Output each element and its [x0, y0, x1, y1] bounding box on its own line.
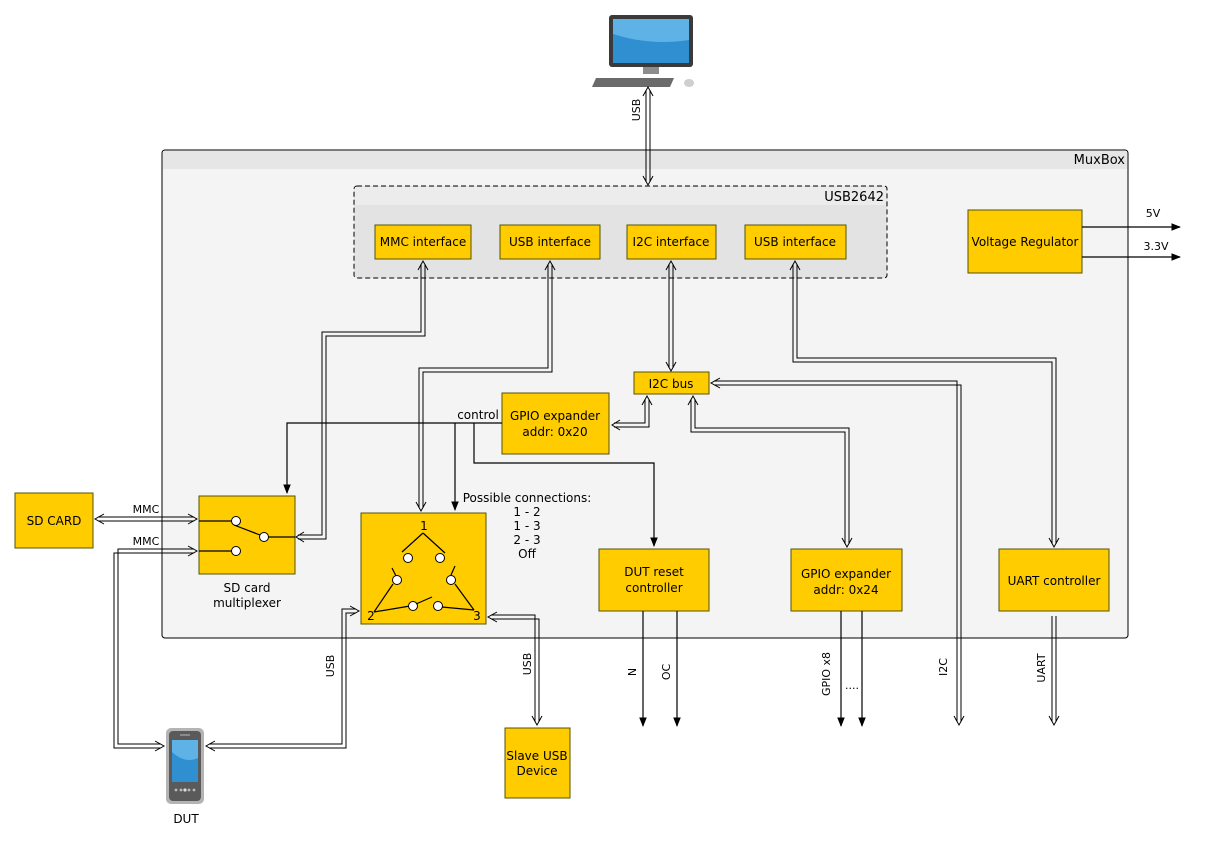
svg-text:GPIO expander: GPIO expander	[510, 409, 600, 423]
gpio-dots-label: ....	[845, 679, 859, 692]
svg-text:Off: Off	[518, 547, 536, 561]
sd-mux-caption-2: multiplexer	[213, 596, 281, 610]
n-label: N	[626, 668, 639, 676]
usb-interface-block-1: USB interface	[499, 224, 601, 260]
usb-interface-block-2: USB interface	[744, 224, 847, 260]
usb-switch-port-1: 1	[420, 519, 428, 533]
svg-text:Slave USB: Slave USB	[506, 749, 567, 763]
svg-text:1 - 3: 1 - 3	[513, 519, 540, 533]
muxbox-title: MuxBox	[1074, 153, 1126, 168]
slave-usb-device-block: Slave USB Device	[504, 727, 571, 799]
mmc-label-2: MMC	[133, 535, 160, 548]
dut-reset-controller-block: DUT reset controller	[598, 548, 710, 612]
control-label: control	[457, 408, 499, 422]
svg-text:1 - 2: 1 - 2	[513, 505, 540, 519]
3v3-label: 3.3V	[1143, 240, 1168, 253]
bus-connections	[93, 85, 1060, 752]
svg-text:SD CARD: SD CARD	[27, 514, 82, 528]
5v-label: 5V	[1146, 207, 1161, 220]
svg-text:2 - 3: 2 - 3	[513, 533, 540, 547]
svg-text:controller: controller	[625, 581, 682, 595]
i2c-bus-block: I2C bus	[633, 371, 710, 395]
gpio-expander-0x24-block: GPIO expander addr: 0x24	[790, 548, 903, 612]
svg-text:addr: 0x20: addr: 0x20	[522, 425, 587, 439]
svg-text:MMC interface: MMC interface	[380, 235, 466, 249]
sd-mux-caption-1: SD card	[224, 581, 271, 595]
dut-label: DUT	[173, 812, 199, 826]
usb-switch-block: 1 2 3	[360, 512, 487, 625]
computer-icon	[592, 15, 694, 87]
control-connections	[283, 223, 1181, 727]
usb-computer-label: USB	[630, 99, 643, 122]
oc-label: OC	[660, 664, 673, 681]
svg-text:I2C bus: I2C bus	[649, 377, 694, 391]
usb-switch-connections-caption: Possible connections: 1 - 2 1 - 3 2 - 3 …	[463, 491, 592, 561]
svg-text:Device: Device	[516, 764, 557, 778]
gpio-x8-label: GPIO x8	[820, 652, 833, 696]
svg-text:addr: 0x24: addr: 0x24	[813, 583, 878, 597]
i2c-out-label: I2C	[937, 658, 950, 676]
uart-out-label: UART	[1035, 653, 1048, 682]
mmc-label-1: MMC	[133, 503, 160, 516]
usb-slave-label: USB	[521, 653, 534, 676]
svg-text:I2C interface: I2C interface	[633, 235, 710, 249]
sd-card-multiplexer-block: SD card multiplexer	[198, 495, 296, 610]
voltage-regulator-block: Voltage Regulator	[967, 209, 1083, 274]
usb2642-title: USB2642	[824, 190, 884, 205]
uart-controller-block: UART controller	[998, 548, 1110, 612]
sd-card-block: SD CARD	[14, 492, 94, 549]
i2c-interface-block: I2C interface	[626, 224, 717, 260]
svg-text:USB interface: USB interface	[754, 235, 836, 249]
svg-text:UART controller: UART controller	[1008, 574, 1101, 588]
usb-dut-label: USB	[324, 655, 337, 678]
dut-phone-icon	[166, 728, 204, 804]
svg-text:Possible connections:: Possible connections:	[463, 491, 592, 505]
svg-text:USB interface: USB interface	[509, 235, 591, 249]
svg-text:DUT reset: DUT reset	[624, 565, 684, 579]
svg-text:GPIO expander: GPIO expander	[801, 567, 891, 581]
usb-switch-port-2: 2	[367, 609, 375, 623]
svg-text:Voltage Regulator: Voltage Regulator	[972, 235, 1079, 249]
gpio-expander-0x20-block: GPIO expander addr: 0x20	[501, 392, 610, 455]
mmc-interface-block: MMC interface	[374, 224, 472, 260]
usb-switch-port-3: 3	[473, 609, 481, 623]
